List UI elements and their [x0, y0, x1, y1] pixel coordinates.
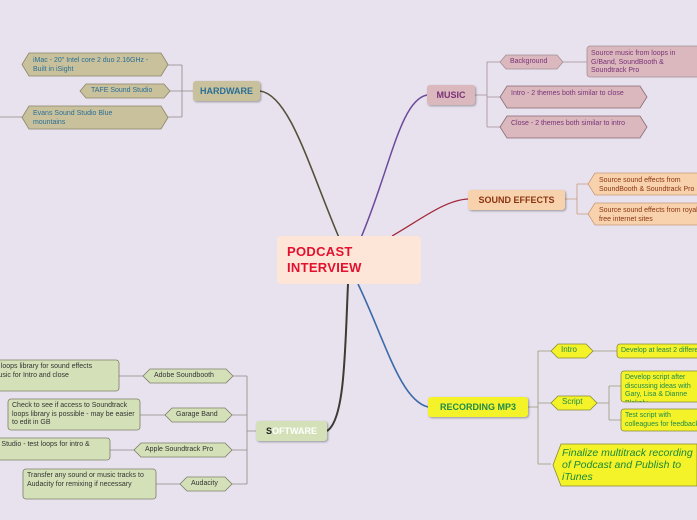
music-background-detail-text: Source music from loops in G/Band, Sound…: [591, 50, 676, 74]
central-title-line-1: PODCAST: [287, 244, 353, 259]
central-title-line-2: INTERVIEW: [287, 260, 362, 275]
recording-item-script[interactable]: Script: [550, 395, 598, 411]
hardware-item-label: Evans Sound Studio Blue mountains: [33, 110, 113, 126]
topic-software[interactable]: SOFTWARE: [256, 421, 327, 441]
music-item-intro[interactable]: Intro - 2 themes both similar to close: [499, 85, 648, 109]
software-soundtrack-detail[interactable]: Evans Studio - test loops for intro & cl…: [0, 437, 111, 461]
recording-intro-detail[interactable]: Develop at least 2 different intros: [616, 343, 697, 359]
software-soundtrack-detail-text: Evans Studio - test loops for intro & cl…: [0, 441, 90, 448]
music-item-close[interactable]: Close - 2 themes both similar to intro: [499, 115, 648, 139]
software-item-label: Apple Soundtrack Pro: [145, 446, 214, 453]
music-background-detail[interactable]: Source music from loops in G/Band, Sound…: [586, 45, 697, 78]
software-audacity-detail-text: Transfer any sound or music tracks to Au…: [27, 472, 144, 488]
software-item-soundtrack[interactable]: Apple Soundtrack Pro: [133, 442, 233, 458]
hardware-item-imac[interactable]: iMac - 20" Intel core 2 duo 2.16GHz - Bu…: [21, 52, 169, 77]
topic-hardware[interactable]: HARDWARE: [193, 81, 260, 101]
software-audacity-detail[interactable]: Transfer any sound or music tracks to Au…: [22, 468, 157, 500]
topic-music[interactable]: MUSIC: [427, 85, 475, 105]
sfx-item-label: Source sound effects from royalty free i…: [599, 207, 697, 223]
recording-intro-detail-text: Develop at least 2 different intros: [621, 347, 697, 354]
software-garageband-detail-text: Check to see if access to Soundtrack loo…: [12, 402, 135, 426]
software-item-soundbooth[interactable]: Adobe Soundbooth: [142, 368, 234, 384]
hardware-item-label: TAFE Sound Studio: [91, 87, 153, 94]
hardware-item-tafe[interactable]: TAFE Sound Studio: [79, 83, 171, 99]
music-item-label: Background: [510, 58, 548, 65]
software-item-audacity[interactable]: Audacity: [179, 476, 233, 492]
software-soundbooth-detail-text: Check loops library for sound effects an…: [0, 363, 93, 379]
sfx-item-label: Source sound effects from SoundBooth & S…: [599, 177, 695, 193]
recording-final-text: Finalize multitrack recording of Podcast…: [562, 447, 693, 483]
recording-script-detail-text: Develop script after discussing ideas wi…: [625, 374, 691, 402]
music-item-label: Intro - 2 themes both similar to close: [511, 90, 624, 97]
software-soundbooth-detail[interactable]: Check loops library for sound effects an…: [0, 359, 120, 392]
central-topic[interactable]: PODCAST INTERVIEW: [277, 236, 421, 284]
sfx-item-internet[interactable]: Source sound effects from royalty free i…: [587, 202, 697, 226]
recording-item-label: Script: [562, 397, 583, 406]
hardware-item-evans[interactable]: Evans Sound Studio Blue mountains: [21, 105, 169, 130]
hardware-item-label: iMac - 20" Intel core 2 duo 2.16GHz - Bu…: [33, 57, 149, 73]
music-item-label: Close - 2 themes both similar to intro: [511, 120, 625, 127]
recording-final-step[interactable]: Finalize multitrack recording of Podcast…: [552, 443, 697, 487]
recording-script-detail-develop[interactable]: Develop script after discussing ideas wi…: [620, 370, 697, 403]
software-item-label: Garage Band: [176, 411, 218, 418]
software-item-garageband[interactable]: Garage Band: [164, 407, 233, 423]
topic-recording-mp3[interactable]: RECORDING MP3: [428, 397, 528, 417]
music-item-background[interactable]: Background: [499, 54, 564, 70]
software-item-label: Adobe Soundbooth: [154, 372, 214, 379]
recording-script-detail-test[interactable]: Test script with colleagues for feedback: [620, 408, 697, 432]
sfx-item-soundbooth[interactable]: Source sound effects from SoundBooth & S…: [587, 172, 697, 196]
recording-script-detail-text: Test script with colleagues for feedback: [625, 412, 697, 428]
recording-item-label: Intro: [561, 345, 578, 354]
software-garageband-detail[interactable]: Check to see if access to Soundtrack loo…: [7, 398, 141, 431]
software-item-label: Audacity: [191, 480, 218, 487]
topic-sound-effects[interactable]: SOUND EFFECTS: [468, 190, 565, 210]
recording-item-intro[interactable]: Intro: [550, 343, 594, 359]
